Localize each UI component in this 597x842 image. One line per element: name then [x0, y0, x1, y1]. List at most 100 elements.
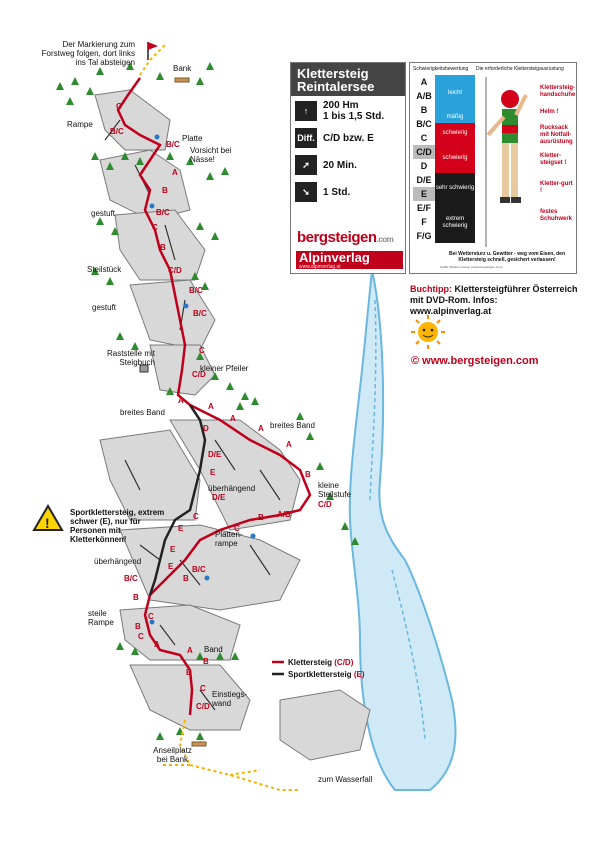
rock-faces: [94, 89, 371, 761]
grade-label: B: [183, 574, 189, 583]
tree-icon: [251, 397, 259, 405]
tree-icon: [326, 492, 334, 500]
grade-label: C: [116, 102, 122, 111]
tree-icon: [96, 67, 104, 75]
tree-icon: [136, 157, 144, 165]
tree-icon: [341, 522, 349, 530]
tree-icon: [196, 352, 204, 360]
route-klettersteig: [116, 77, 312, 716]
grade-label: C/D: [192, 370, 206, 379]
grade-label: C/D: [168, 266, 182, 275]
grade-label: B/C: [110, 127, 124, 136]
tree-icon: [306, 432, 314, 440]
tree-icon: [241, 392, 249, 400]
grade-label: C: [138, 632, 144, 641]
scale-grade-f: F: [413, 215, 435, 229]
weather-note: Bei Wettersturz u. Gewitter - weg vom Ei…: [448, 251, 566, 263]
grade-label: E: [168, 562, 174, 571]
grade-label: B/C: [193, 309, 207, 318]
grade-label: D: [203, 424, 209, 433]
tree-icon: [206, 172, 214, 180]
grade-label: C: [148, 612, 154, 621]
scale-grade-b-c: B/C: [413, 117, 435, 131]
scale-grade-f-g: F/G: [413, 229, 435, 243]
trees: [56, 62, 359, 740]
label-kleiner-pfeiler: kleiner Pfeiler: [200, 364, 249, 373]
grade-label: B: [203, 657, 209, 666]
label-breites-band-right: breites Band: [270, 421, 315, 430]
grade-label: C: [193, 512, 199, 521]
scale-grade-a-b: A/B: [413, 89, 435, 103]
grade-label: A: [178, 396, 184, 405]
grade-label: B/C: [166, 140, 180, 149]
grade-label: A: [258, 424, 264, 433]
tree-icon: [186, 157, 194, 165]
scale-band: sehr schwierig: [435, 173, 475, 203]
scale-grade-c-d: C/D: [413, 145, 435, 159]
tree-icon: [106, 277, 114, 285]
svg-text:!: !: [45, 515, 50, 531]
website-link[interactable]: © www.bergsteigen.com: [411, 355, 539, 367]
scale-band: leicht: [435, 75, 475, 111]
grade-label: B: [160, 243, 166, 252]
difficulty-scale-box: Schwierigkeitsbewertung Die erforderlich…: [409, 62, 577, 274]
scale-grade-d: D: [413, 159, 435, 173]
tree-icon: [121, 152, 129, 160]
tree-icon: [131, 647, 139, 655]
info-row-descent: ➘ 1 Std.: [295, 180, 401, 204]
tree-icon: [201, 282, 209, 290]
tree-icon: [131, 342, 139, 350]
label-plattenrampe: Platten-rampe: [215, 530, 243, 548]
grade-label: E: [178, 524, 184, 533]
scale-grade-e-f: E/F: [413, 201, 435, 215]
label-band: Band: [204, 645, 223, 654]
legend-sportklettersteig: Sportklettersteig (E): [288, 670, 365, 679]
label-kleine-steilstufe: kleine Steilstufe: [318, 481, 351, 499]
grade-label: B/C: [124, 574, 138, 583]
grade-label: B: [135, 622, 141, 631]
tree-icon: [351, 537, 359, 545]
scale-band: mäßig: [435, 111, 475, 123]
grade-label: E: [210, 468, 216, 477]
scale-grade-a: A: [413, 75, 435, 89]
top-note: Der Markierung zum Forstweg folgen, dort…: [41, 40, 135, 67]
grade-label: A: [154, 640, 160, 649]
gear-label: Klettersteig-handschuhe: [540, 85, 576, 98]
grade-label: B/C: [156, 208, 170, 217]
gear-label: Kletter-steigset !: [540, 153, 567, 166]
tree-icon: [156, 72, 164, 80]
tree-icon: [156, 732, 164, 740]
scale-grade-c: C: [413, 131, 435, 145]
label-ueberhaengend-2: überhängend: [94, 557, 142, 566]
scale-grade-b: B: [413, 103, 435, 117]
label-breites-band-left: breites Band: [120, 408, 165, 417]
label-bank-top: Bank: [173, 64, 192, 73]
grade-label: B: [186, 668, 192, 677]
grade-label: A: [286, 440, 292, 449]
tree-icon: [91, 267, 99, 275]
tree-icon: [116, 642, 124, 650]
climber-icon: ↑: [295, 101, 317, 121]
gear-label: festes Schuhwerk: [540, 209, 573, 222]
grade-label: C: [234, 524, 240, 533]
tree-icon: [116, 332, 124, 340]
tree-icon: [196, 222, 204, 230]
difficulty-icon: Diff.: [295, 128, 317, 148]
tree-icon: [296, 412, 304, 420]
grade-label: D/E: [212, 493, 226, 502]
tree-icon: [106, 162, 114, 170]
summit-flag-icon: [147, 42, 158, 60]
tree-icon: [211, 372, 219, 380]
grade-label: B: [162, 186, 168, 195]
route-sportklettersteig: [148, 404, 207, 596]
label-rampe: Rampe: [67, 120, 93, 129]
waterfall: [348, 269, 457, 791]
grade-label: B: [258, 513, 264, 522]
scale-grade-e: E: [413, 187, 435, 201]
label-steile-rampe: steile Rampe: [88, 609, 114, 627]
graphic-credit: Grafik: Markus Lindner (www.bergsteigen.…: [440, 265, 503, 269]
steigbuch-icon: [139, 364, 149, 373]
label-steilstueck: Steilstück: [87, 265, 122, 274]
descent-icon: ➘: [295, 182, 317, 202]
